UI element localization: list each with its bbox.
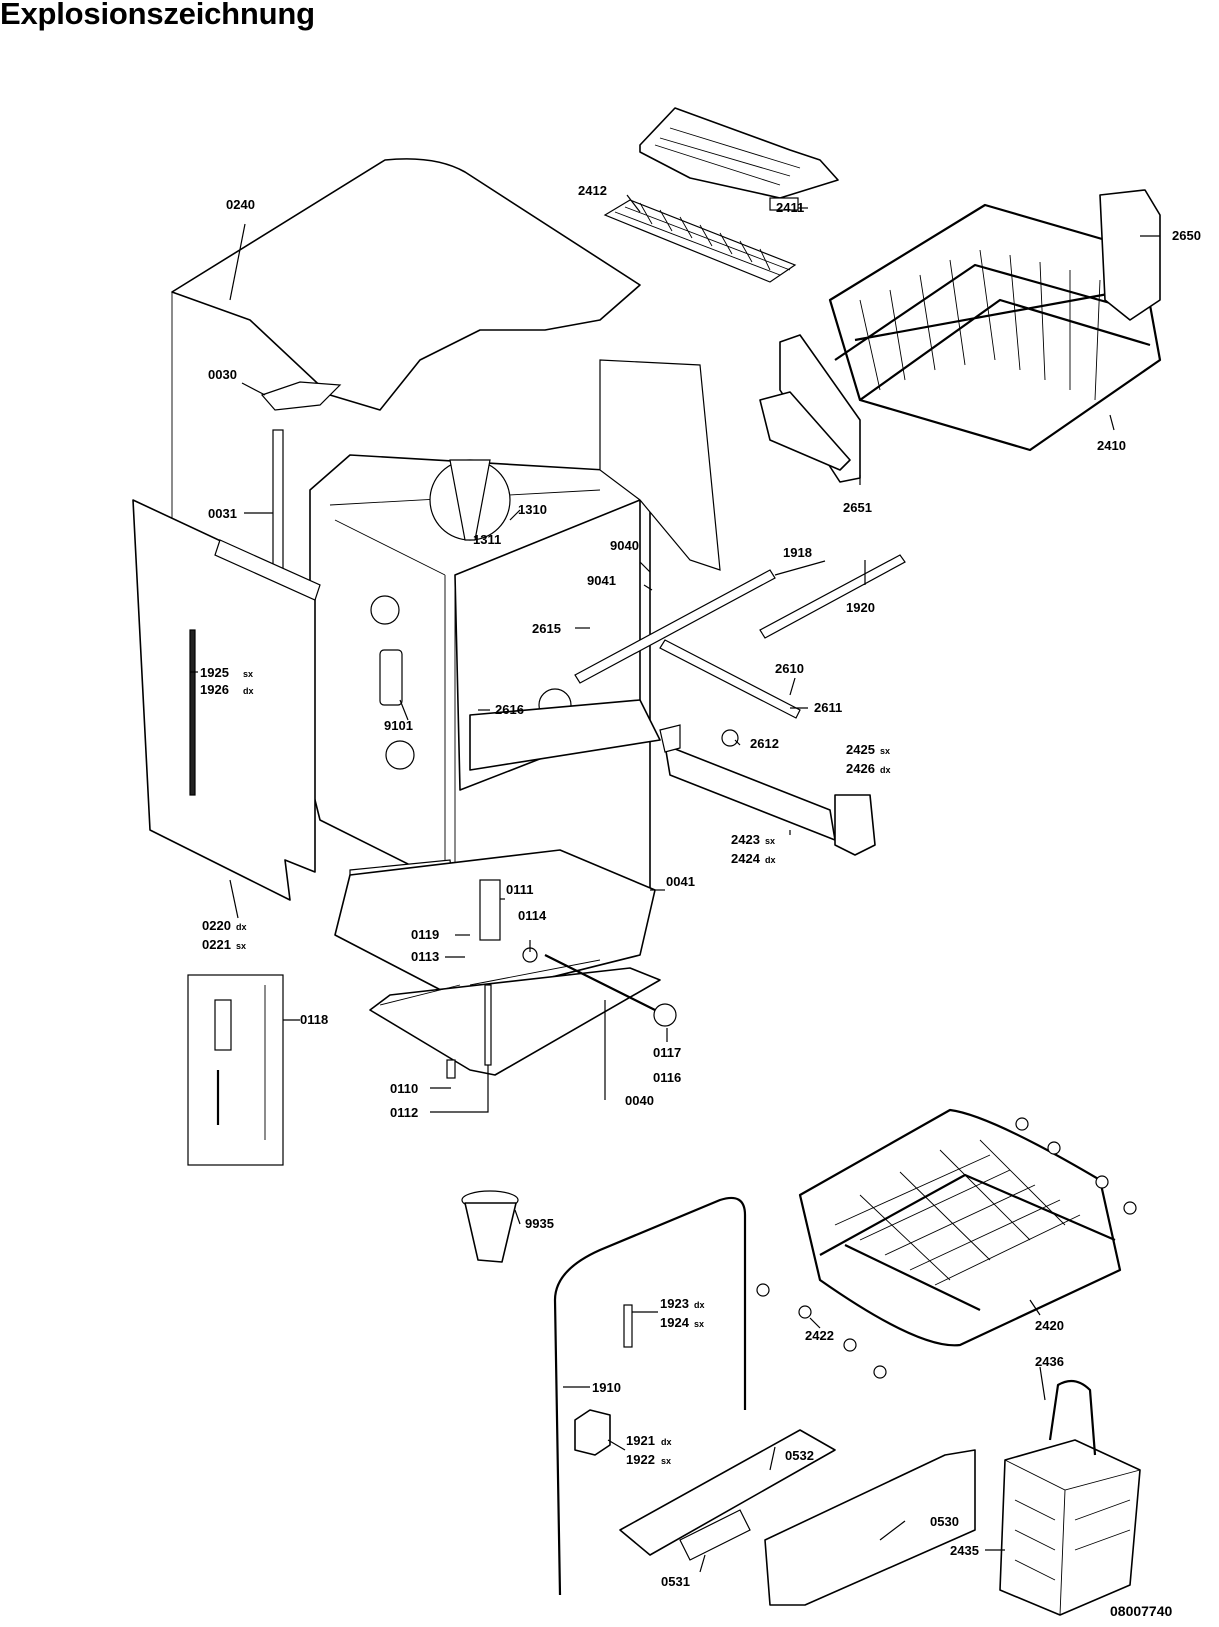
suffix-1924: sx [694,1319,704,1329]
suffix-1923: dx [694,1300,705,1310]
label-1924: 1924 [660,1315,690,1330]
label-0110: 0110 [390,1081,418,1096]
label-9101: 9101 [384,718,413,733]
label-9041: 9041 [587,573,616,588]
label-2612: 2612 [750,736,779,751]
strip-0532 [619,1429,836,1556]
label-1918: 1918 [783,545,812,560]
document-number: 08007740 [1110,1603,1173,1619]
label-1925: 1925 [200,665,229,680]
label-2426: 2426 [846,761,875,776]
bars-1918-1920 [574,554,906,719]
suffix-2424: dx [765,855,776,865]
roller-2612 [721,729,739,747]
side-panel-0220 [132,499,321,901]
suffix-2423: sx [765,836,775,846]
leader-lines [190,194,1160,1573]
label-1921: 1921 [626,1433,655,1448]
strip-0031 [260,381,342,591]
stud-1923 [623,1304,633,1348]
label-2435: 2435 [950,1543,979,1558]
label-2412: 2412 [578,183,607,198]
label-0030: 0030 [208,367,237,382]
label-0040: 0040 [625,1093,654,1108]
door-seal-1910 [553,1196,747,1596]
label-0116: 0116 [653,1070,681,1085]
label-0220: 0220 [202,918,231,933]
clip-1921 [574,1409,611,1456]
label-2410: 2410 [1097,438,1126,453]
suffix-0220: dx [236,922,247,932]
lower-basket-2420 [798,1108,1122,1347]
label-0111: 0111 [506,882,534,897]
label-2425: 2425 [846,742,875,757]
base-0040 [334,849,677,1076]
label-0112: 0112 [390,1105,418,1120]
upper-basket-2410 [828,189,1162,452]
label-2651: 2651 [843,500,872,515]
label-0031: 0031 [208,506,237,521]
rail-2423 [659,724,836,841]
label-1310: 1310 [518,502,547,517]
kit-0118 [187,974,284,1166]
label-2420: 2420 [1035,1318,1064,1333]
label-0113: 0113 [411,949,439,964]
label-0114: 0114 [518,908,547,923]
label-1926: 1926 [200,682,229,697]
wheels-2422 [756,1117,1137,1379]
label-0118: 0118 [300,1012,328,1027]
label-2616: 2616 [495,702,524,717]
suffix-1922: sx [661,1456,671,1466]
label-0119: 0119 [411,927,439,942]
label-1311: 1311 [473,532,501,547]
label-9935: 9935 [525,1216,554,1231]
label-0221: 0221 [202,937,231,952]
label-0530: 0530 [930,1514,959,1529]
label-0532: 0532 [785,1448,814,1463]
label-2422: 2422 [805,1328,834,1343]
label-1923: 1923 [660,1296,689,1311]
label-0531: 0531 [661,1574,690,1589]
label-2424: 2424 [731,851,761,866]
cutlery-basket-2435 [999,1379,1141,1616]
spray-arm-2411 [639,107,839,211]
suffix-1926: dx [243,686,254,696]
label-9040: 9040 [610,538,639,553]
plate-0531 [679,1509,751,1561]
page-title: Explosionszeichnung [0,0,315,31]
label-1920: 1920 [846,600,875,615]
label-0117: 0117 [653,1045,681,1060]
label-2423: 2423 [731,832,760,847]
suffix-2426: dx [880,765,891,775]
suffix-1921: dx [661,1437,672,1447]
label-2610: 2610 [775,661,804,676]
suffix-0221: sx [236,941,246,951]
cup-9935 [461,1190,519,1263]
label-0240: 0240 [226,197,255,212]
rail-2651 [759,334,861,483]
kickplate-0530 [764,1449,976,1606]
label-2650: 2650 [1172,228,1201,243]
label-2411: 2411 [776,200,804,215]
label-1910: 1910 [592,1380,621,1395]
label-2611: 2611 [814,700,842,715]
label-2436: 2436 [1035,1354,1064,1369]
label-1922: 1922 [626,1452,655,1467]
label-0041: 0041 [666,874,695,889]
suffix-2425: sx [880,746,890,756]
hinge-2425 [834,794,876,856]
label-2615: 2615 [532,621,561,636]
suffix-1925: sx [243,669,253,679]
filter-grid-2412 [603,199,797,283]
